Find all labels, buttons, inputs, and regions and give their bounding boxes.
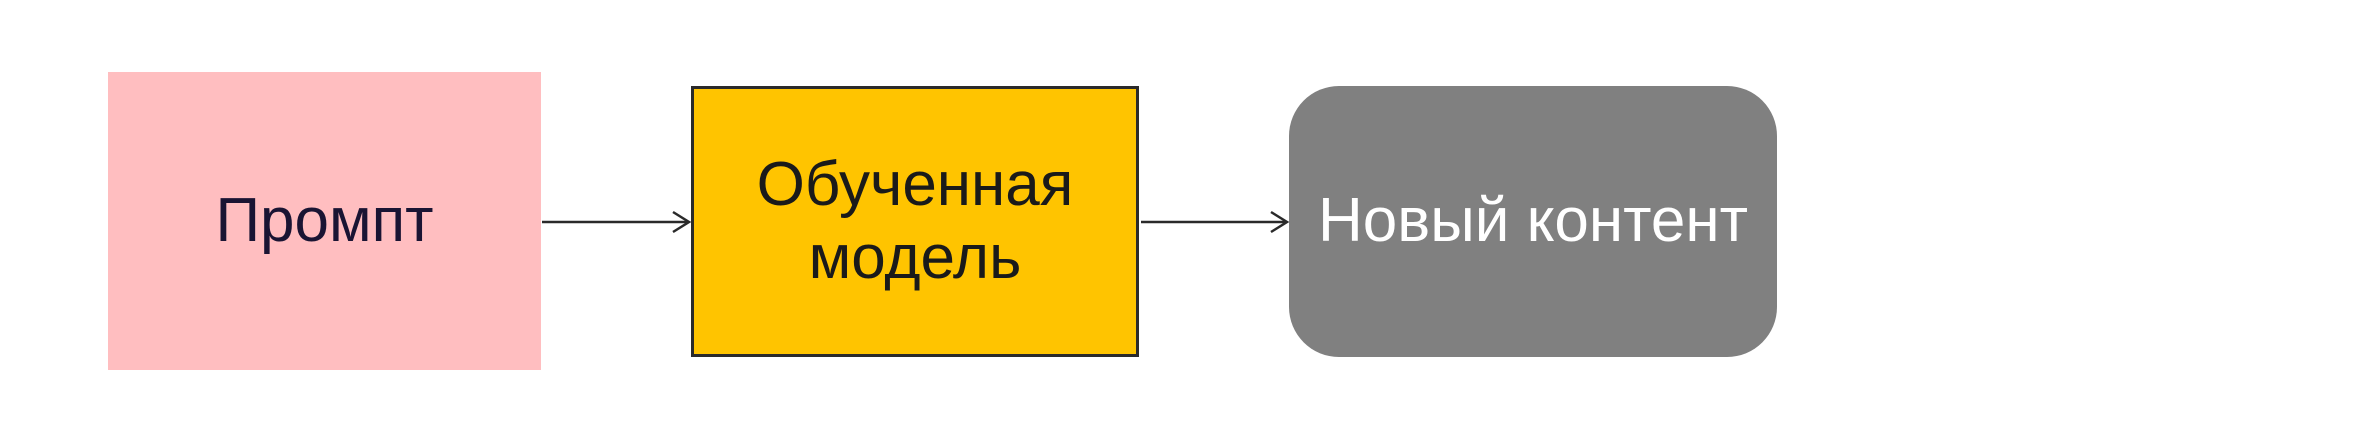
node-trained-model-label-line-1: Обученная xyxy=(756,149,1074,219)
edge-model-to-output-arrowhead xyxy=(1270,210,1290,234)
node-trained-model-label: Обученная модель xyxy=(757,149,1074,294)
node-trained-model-label-line-2: модель xyxy=(808,222,1022,292)
node-prompt-label: Промпт xyxy=(215,185,434,255)
node-trained-model: Обученная модель xyxy=(691,86,1139,357)
node-new-content: Новый контент xyxy=(1289,86,1777,357)
node-new-content-label: Новый контент xyxy=(1318,186,1748,256)
node-prompt: Промпт xyxy=(108,72,541,370)
edge-prompt-to-model-arrowhead xyxy=(672,210,692,234)
